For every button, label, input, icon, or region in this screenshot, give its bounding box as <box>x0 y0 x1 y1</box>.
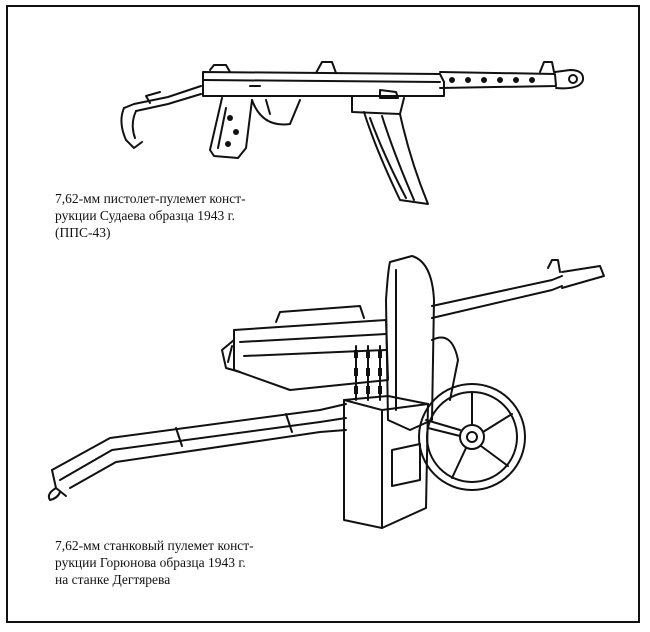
caption-line: на станке Дегтярева <box>55 572 171 587</box>
page-frame <box>6 5 640 623</box>
caption-line: 7,62-мм пистолет-пулемет конст- <box>55 191 246 206</box>
caption-line: (ППС-43) <box>55 225 111 240</box>
caption-line: 7,62-мм станковый пулемет конст- <box>55 538 254 553</box>
caption-line: рукции Судаева образца 1943 г. <box>55 208 235 223</box>
caption-line: рукции Горюнова образца 1943 г. <box>55 555 246 570</box>
goryunov-caption: 7,62-мм станковый пулемет конст- рукции … <box>55 537 375 588</box>
pps-43-caption: 7,62-мм пистолет-пулемет конст- рукции С… <box>55 190 375 241</box>
